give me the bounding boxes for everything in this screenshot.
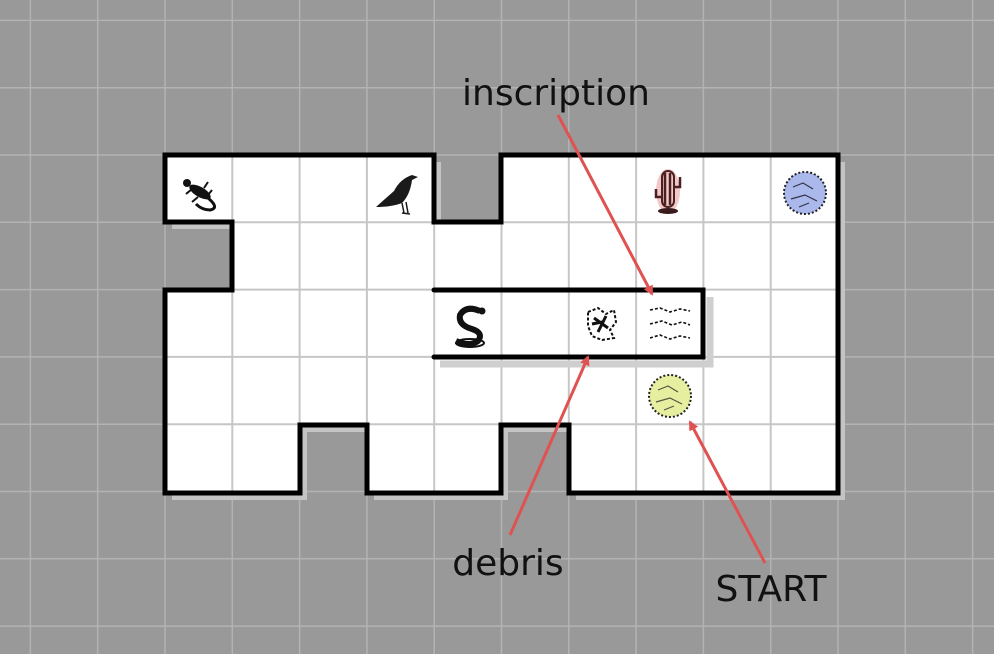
inscription-icon[interactable] [649, 307, 691, 340]
outer-wall [162, 152, 841, 496]
start-arrow [688, 420, 767, 564]
inscription-arrow [556, 114, 654, 296]
yellow-circle-icon[interactable] [648, 374, 692, 418]
inner-wall [431, 287, 706, 360]
debris-label: debris [452, 543, 563, 584]
blue-circle-icon[interactable] [783, 171, 827, 215]
cactus-icon[interactable] [654, 169, 682, 214]
snake-icon[interactable] [454, 305, 486, 348]
start-label: START [715, 569, 827, 610]
crow-icon[interactable] [376, 175, 418, 215]
debris-arrow [508, 355, 590, 536]
inner-wall-shadow [440, 297, 714, 368]
lizard-icon[interactable] [183, 179, 216, 212]
debris-icon[interactable] [587, 306, 618, 342]
inscription-label: inscription [462, 73, 650, 114]
